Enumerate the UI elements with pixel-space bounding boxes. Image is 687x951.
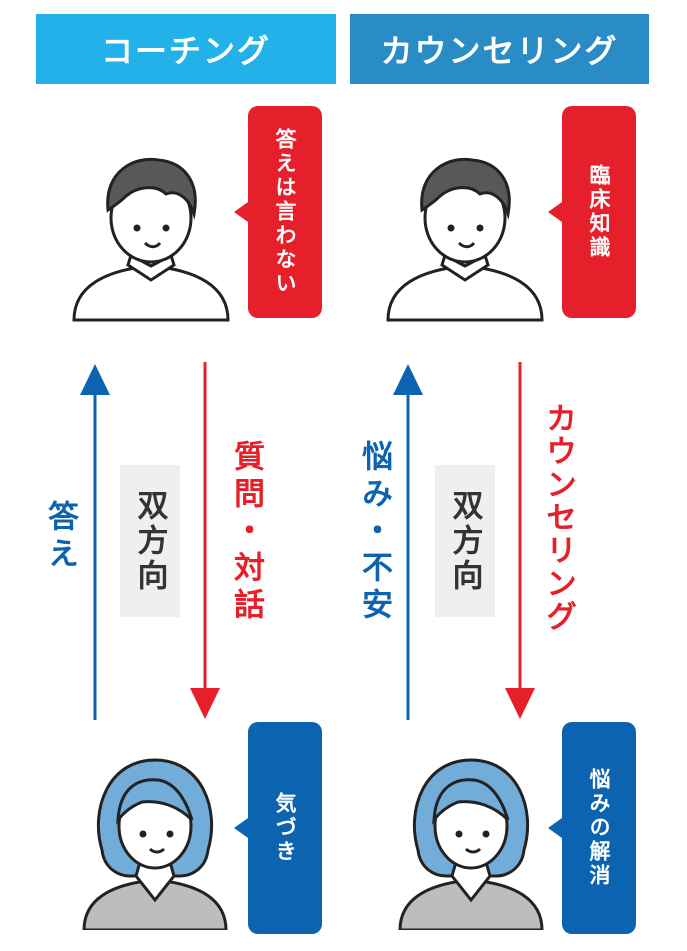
coaching-top-bubble-text: 答えは言わない (273, 128, 297, 296)
counseling-down-arrow (505, 362, 535, 719)
coaching-down-arrow (190, 362, 220, 719)
coaching-up-arrow (80, 364, 110, 720)
counseling-header-label: カウンセリング (380, 32, 619, 70)
coaching-top-bubble: 答えは言わない (234, 106, 322, 318)
coaching-bottom-bubble-text: 気づき (273, 792, 297, 864)
client-woman-icon (398, 758, 544, 930)
counseling-header: カウンセリング (350, 14, 649, 84)
coachee-woman-icon (82, 758, 228, 930)
counseling-up-label: 悩み・不安 (356, 440, 392, 625)
coaching-bottom-bubble: 気づき (234, 722, 322, 934)
coaching-up-label: 答え (42, 500, 78, 574)
coaching-two-way-box: 双方向 (120, 465, 180, 617)
counseling-top-bubble-text: 臨床知識 (587, 164, 611, 260)
counseling-down-label: カウンセリング (540, 402, 576, 633)
coaching-down-label: 質問・対話 (228, 440, 264, 625)
counseling-bottom-bubble-text: 悩みの解消 (587, 768, 611, 888)
coaching-two-way-label: 双方向 (131, 488, 168, 594)
counseling-two-way-label: 双方向 (446, 488, 483, 594)
coaching-header: コーチング (36, 14, 336, 84)
coach-man-icon (72, 157, 230, 322)
counselor-man-icon (386, 157, 544, 322)
coaching-header-label: コーチング (100, 32, 271, 70)
counseling-two-way-box: 双方向 (435, 465, 495, 617)
counseling-top-bubble: 臨床知識 (548, 106, 636, 318)
counseling-up-arrow (393, 364, 423, 720)
counseling-bottom-bubble: 悩みの解消 (548, 722, 636, 934)
